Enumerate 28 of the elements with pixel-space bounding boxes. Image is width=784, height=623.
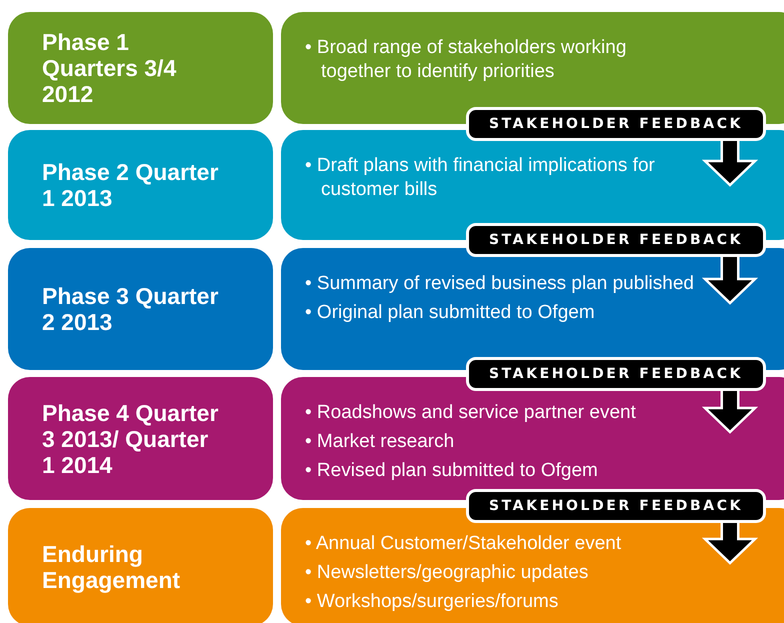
feedback-banner [466, 357, 766, 391]
phase-title: Phase 4 Quarter 3 2013/ Quarter 1 2014 [42, 400, 220, 478]
banner-label: STAKEHOLDER FEEDBACK [488, 498, 744, 514]
bullet-item: • Revised plan submitted to Ofgem [305, 459, 599, 483]
bullet-item: • Newsletters/geographic updates [305, 561, 590, 585]
banner-label: STAKEHOLDER FEEDBACK [488, 116, 744, 132]
phase-box [8, 377, 273, 500]
banner-label: STAKEHOLDER FEEDBACK [488, 366, 744, 382]
bullet-item: • Roadshows and service partner event [305, 401, 637, 425]
banner-label: STAKEHOLDER FEEDBACK [488, 232, 744, 248]
phase-title: Phase 1 Quarters 3/4 2012 [42, 29, 178, 107]
feedback-banner [466, 223, 766, 257]
bullet-item: • Original plan submitted to Ofgem [305, 301, 596, 325]
feedback-banner [466, 489, 766, 523]
phase-title: Phase 3 Quarter 2 2013 [42, 283, 220, 335]
bullet-item: • Draft plans with financial implications for customer bills [305, 154, 656, 202]
phase-title: Phase 2 Quarter 1 2013 [42, 159, 220, 211]
phase-box [8, 130, 273, 240]
phase-box [8, 12, 273, 124]
bullet-item: • Market research [305, 430, 456, 454]
bullet-item: • Annual Customer/Stakeholder event [305, 532, 622, 556]
bullet-item: • Workshops/surgeries/forums [305, 590, 560, 614]
bullet-item: • Summary of revised business plan published [305, 272, 695, 296]
bullet-item: • Broad range of stakeholders working together to identify priorities [305, 36, 628, 84]
phase-box [8, 248, 273, 370]
phase-box [8, 508, 273, 623]
feedback-banner [466, 107, 766, 141]
phase-title: Enduring Engagement [42, 541, 182, 593]
